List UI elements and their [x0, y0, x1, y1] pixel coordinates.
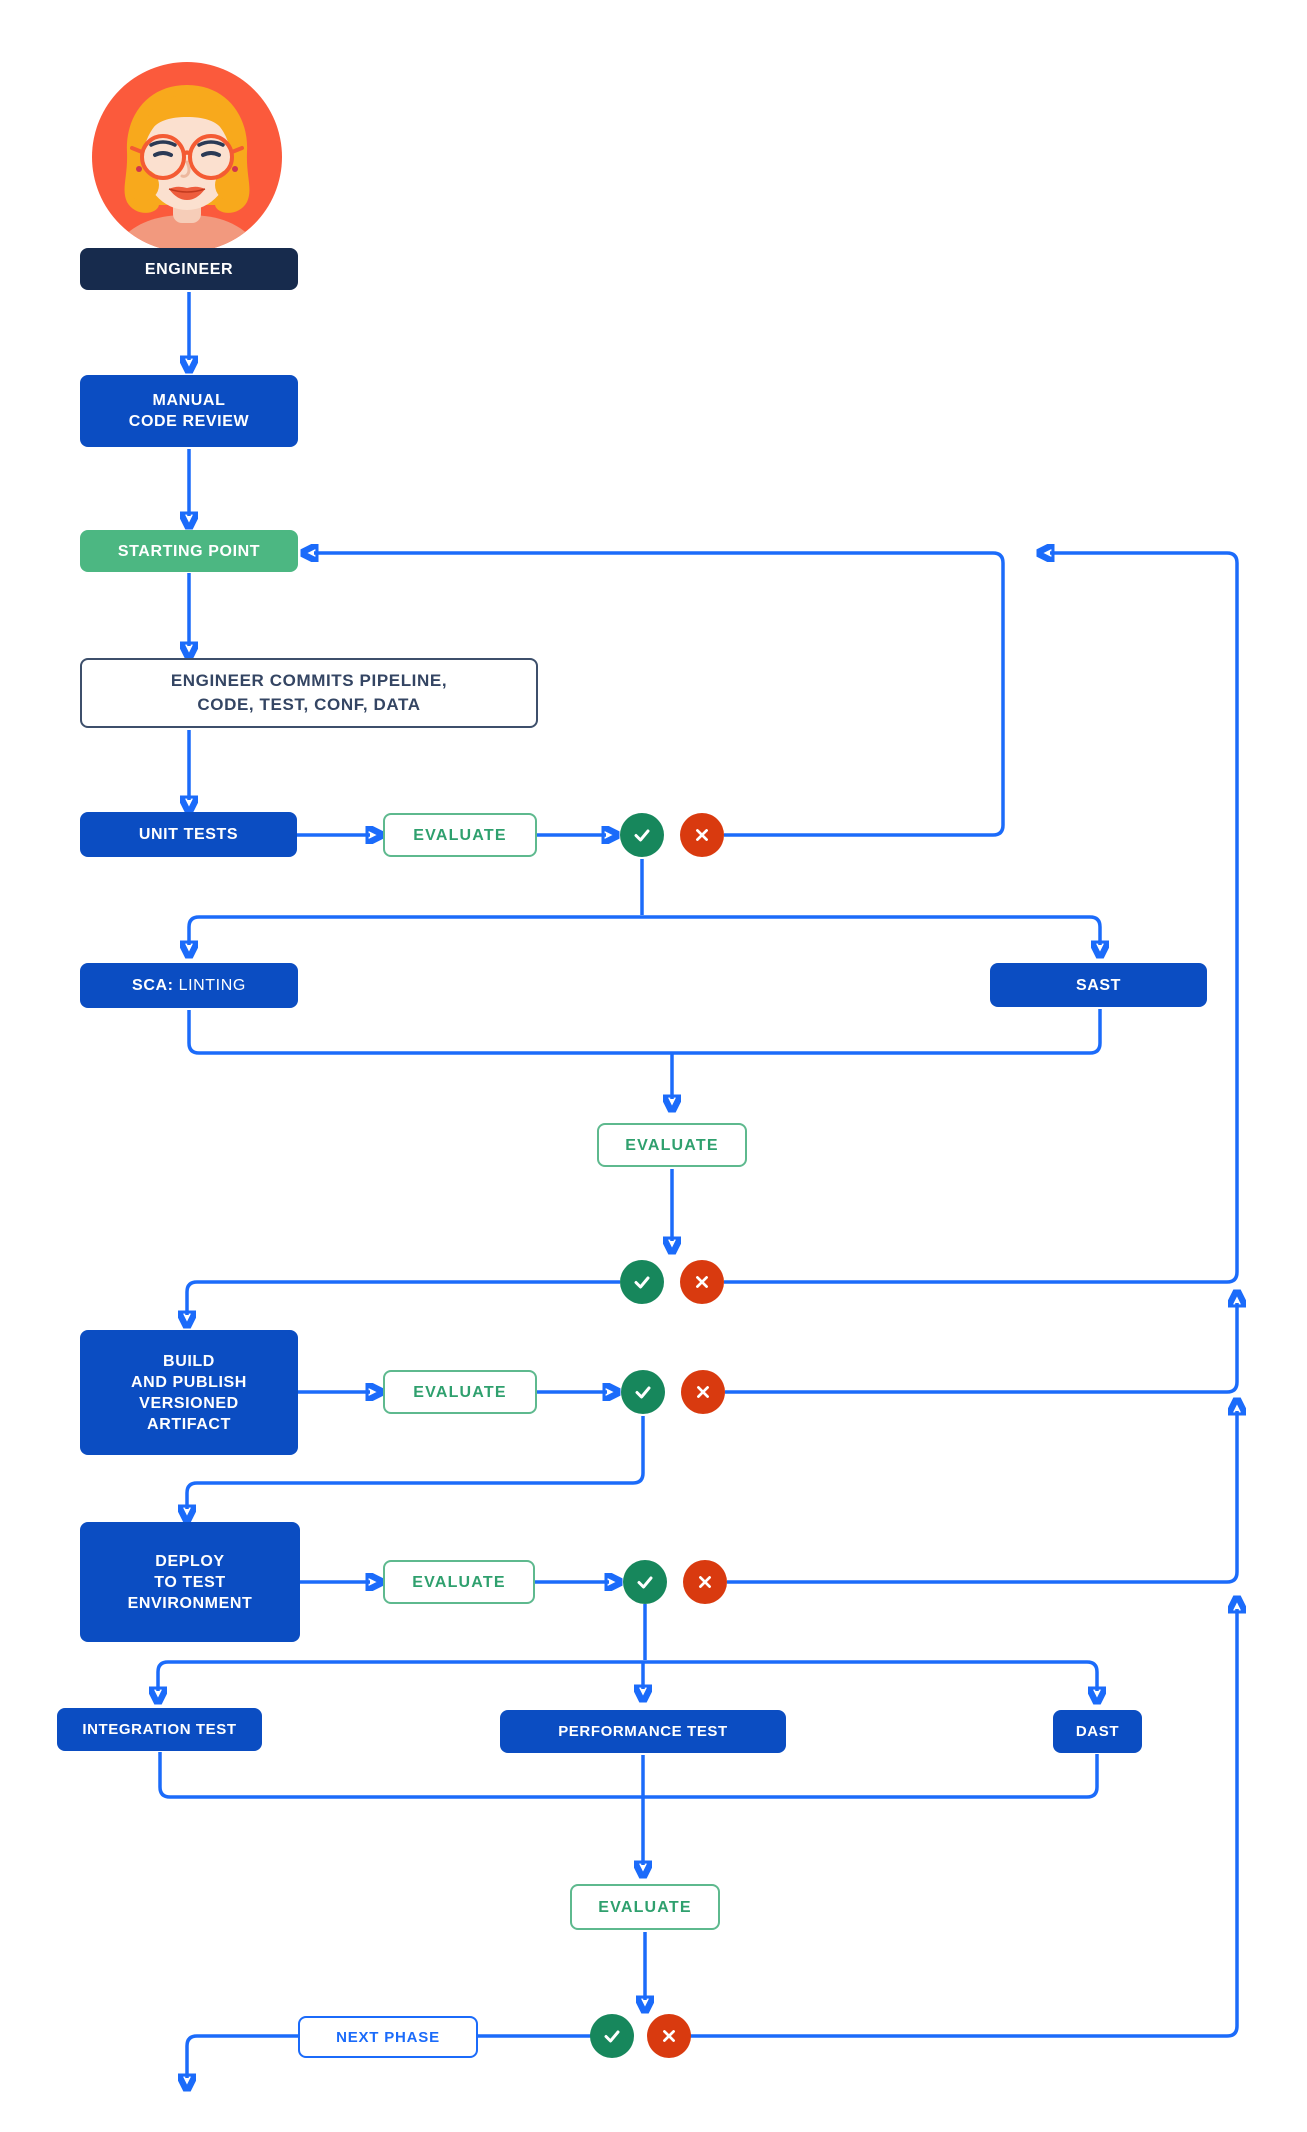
x-icon: [696, 1276, 708, 1288]
node-evaluate-2: EVALUATE: [597, 1123, 747, 1167]
node-evaluate-3: EVALUATE: [383, 1370, 537, 1414]
edge-sca-sast-merge: [187, 1009, 1102, 1055]
check-icon: [634, 829, 650, 842]
check-icon: [634, 1276, 650, 1289]
pass-icon-5: [590, 2014, 634, 2058]
sca-label: LINTING: [178, 977, 246, 994]
node-next-phase: NEXT PHASE: [298, 2016, 478, 2058]
x-icon: [663, 2030, 675, 2042]
node-build-publish-artifact: BUILD AND PUBLISH VERSIONED ARTIFACT: [80, 1330, 298, 1455]
fail-icon-3: [681, 1370, 725, 1414]
node-manual-code-review: MANUAL CODE REVIEW: [80, 375, 298, 447]
edge-fail4-up: [727, 1411, 1237, 1584]
engineer-avatar-illustration: [92, 62, 282, 252]
check-icon: [604, 2030, 620, 2043]
edge-fan-integration: [158, 1660, 643, 1691]
check-icon: [635, 1386, 651, 1399]
fail-icon-1: [680, 813, 724, 857]
edge-tests-merge: [158, 1752, 1099, 1799]
x-icon: [696, 829, 708, 841]
fail-icon-2: [680, 1260, 724, 1304]
node-deploy-test-env: DEPLOY TO TEST ENVIRONMENT: [80, 1522, 300, 1642]
pass-icon-3: [621, 1370, 665, 1414]
edge-fail3-up: [725, 1303, 1237, 1394]
edge-fail2-starting: [724, 553, 1239, 1284]
edge-pass3-deploy: [187, 1416, 645, 1509]
fail-icon-4: [683, 1560, 727, 1604]
pass-icon-1: [620, 813, 664, 857]
node-engineer: ENGINEER: [80, 248, 298, 290]
check-icon: [637, 1576, 653, 1589]
node-sca-linting: SCA: LINTING: [80, 963, 298, 1008]
pass-icon-2: [620, 1260, 664, 1304]
edge-split-sca: [189, 915, 642, 945]
node-evaluate-5: EVALUATE: [570, 1884, 720, 1930]
node-unit-tests: UNIT TESTS: [80, 812, 297, 857]
fail-icon-5: [647, 2014, 691, 2058]
node-integration-test: INTEGRATION TEST: [57, 1708, 262, 1751]
x-icon: [697, 1386, 709, 1398]
node-evaluate-4: EVALUATE: [383, 1560, 535, 1604]
edge-fail1-starting: [314, 553, 1005, 837]
pass-icon-4: [623, 1560, 667, 1604]
node-evaluate-1: EVALUATE: [383, 813, 537, 857]
engineer-avatar: [87, 57, 287, 257]
edge-pass2-build: [187, 1280, 620, 1315]
x-icon: [699, 1576, 711, 1588]
node-performance-test: PERFORMANCE TEST: [500, 1710, 786, 1753]
node-starting-point: STARTING POINT: [80, 530, 298, 572]
sca-prefix: SCA:: [132, 977, 174, 994]
node-dast: DAST: [1053, 1710, 1142, 1753]
node-engineer-commits: ENGINEER COMMITS PIPELINE, CODE, TEST, C…: [80, 658, 538, 728]
edge-split-sast: [642, 915, 1100, 945]
edge-fail5-up: [690, 1609, 1237, 2038]
node-sast: SAST: [990, 963, 1207, 1007]
edge-nextphase-exit: [187, 2034, 298, 2078]
edge-fan-dast: [643, 1660, 1097, 1691]
